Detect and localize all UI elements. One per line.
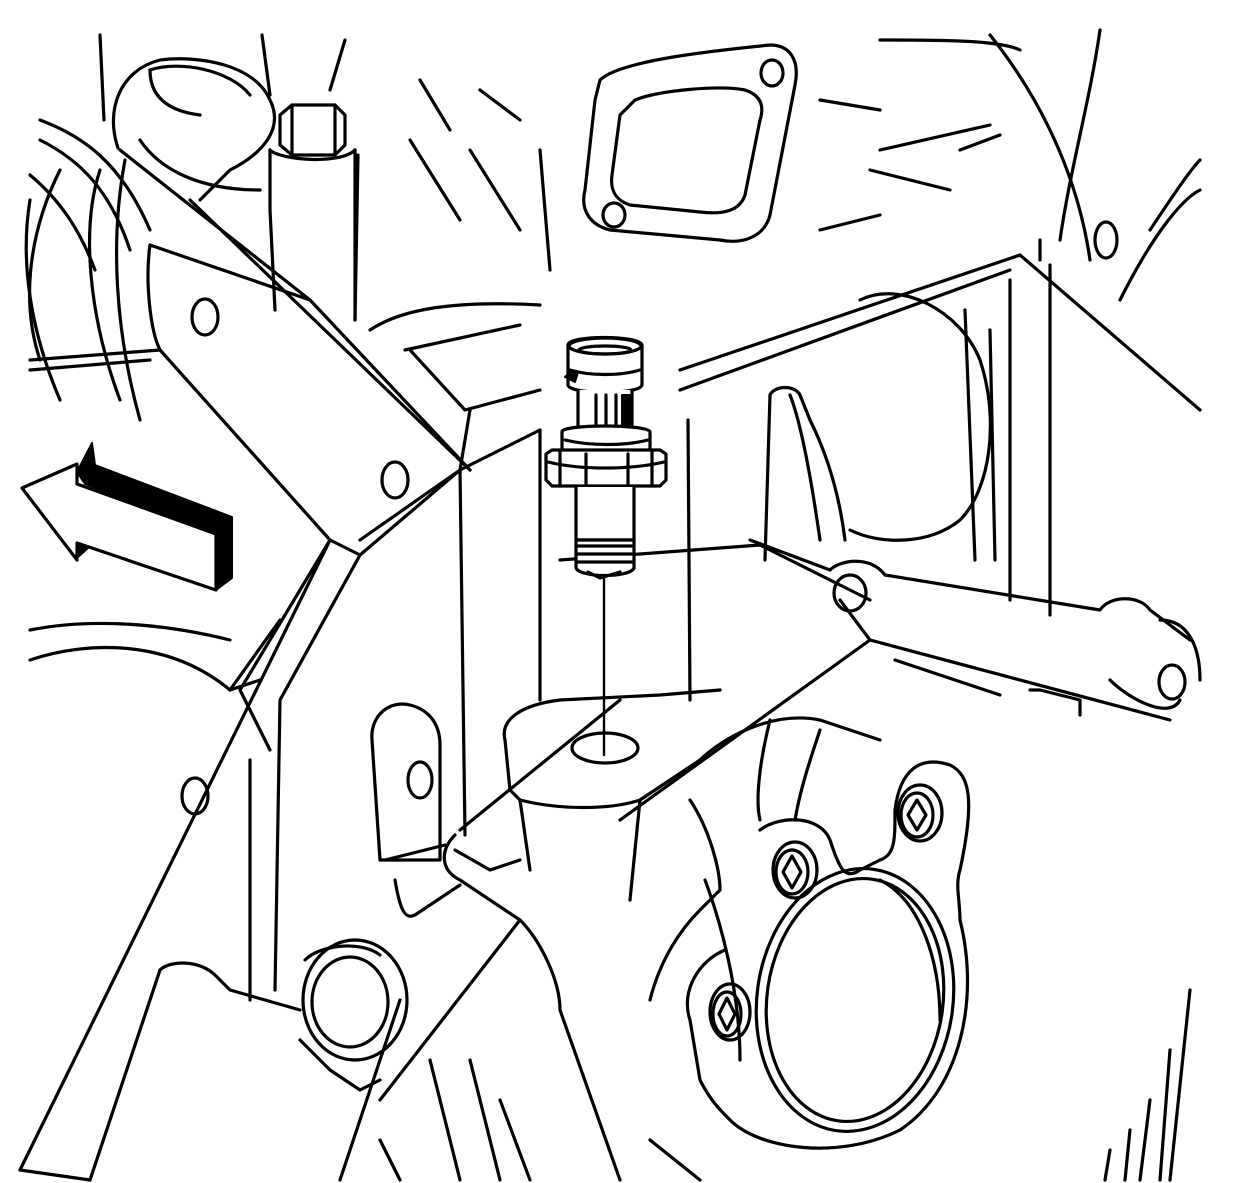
- bolt-head: [896, 783, 944, 843]
- gasket-plate: [582, 43, 798, 243]
- port-boss: [502, 688, 722, 902]
- expansion-plug: [298, 938, 409, 1092]
- pump-mounting-flange: [648, 716, 971, 1150]
- bolt-head: [708, 982, 752, 1042]
- front-of-engine-arrow-icon: [20, 442, 233, 592]
- hex-bolt: [268, 103, 357, 322]
- left-bracket: [370, 702, 462, 918]
- engine-block: [18, 28, 1202, 1182]
- bolt-head: [771, 840, 819, 900]
- pressure-sensor: [544, 335, 668, 580]
